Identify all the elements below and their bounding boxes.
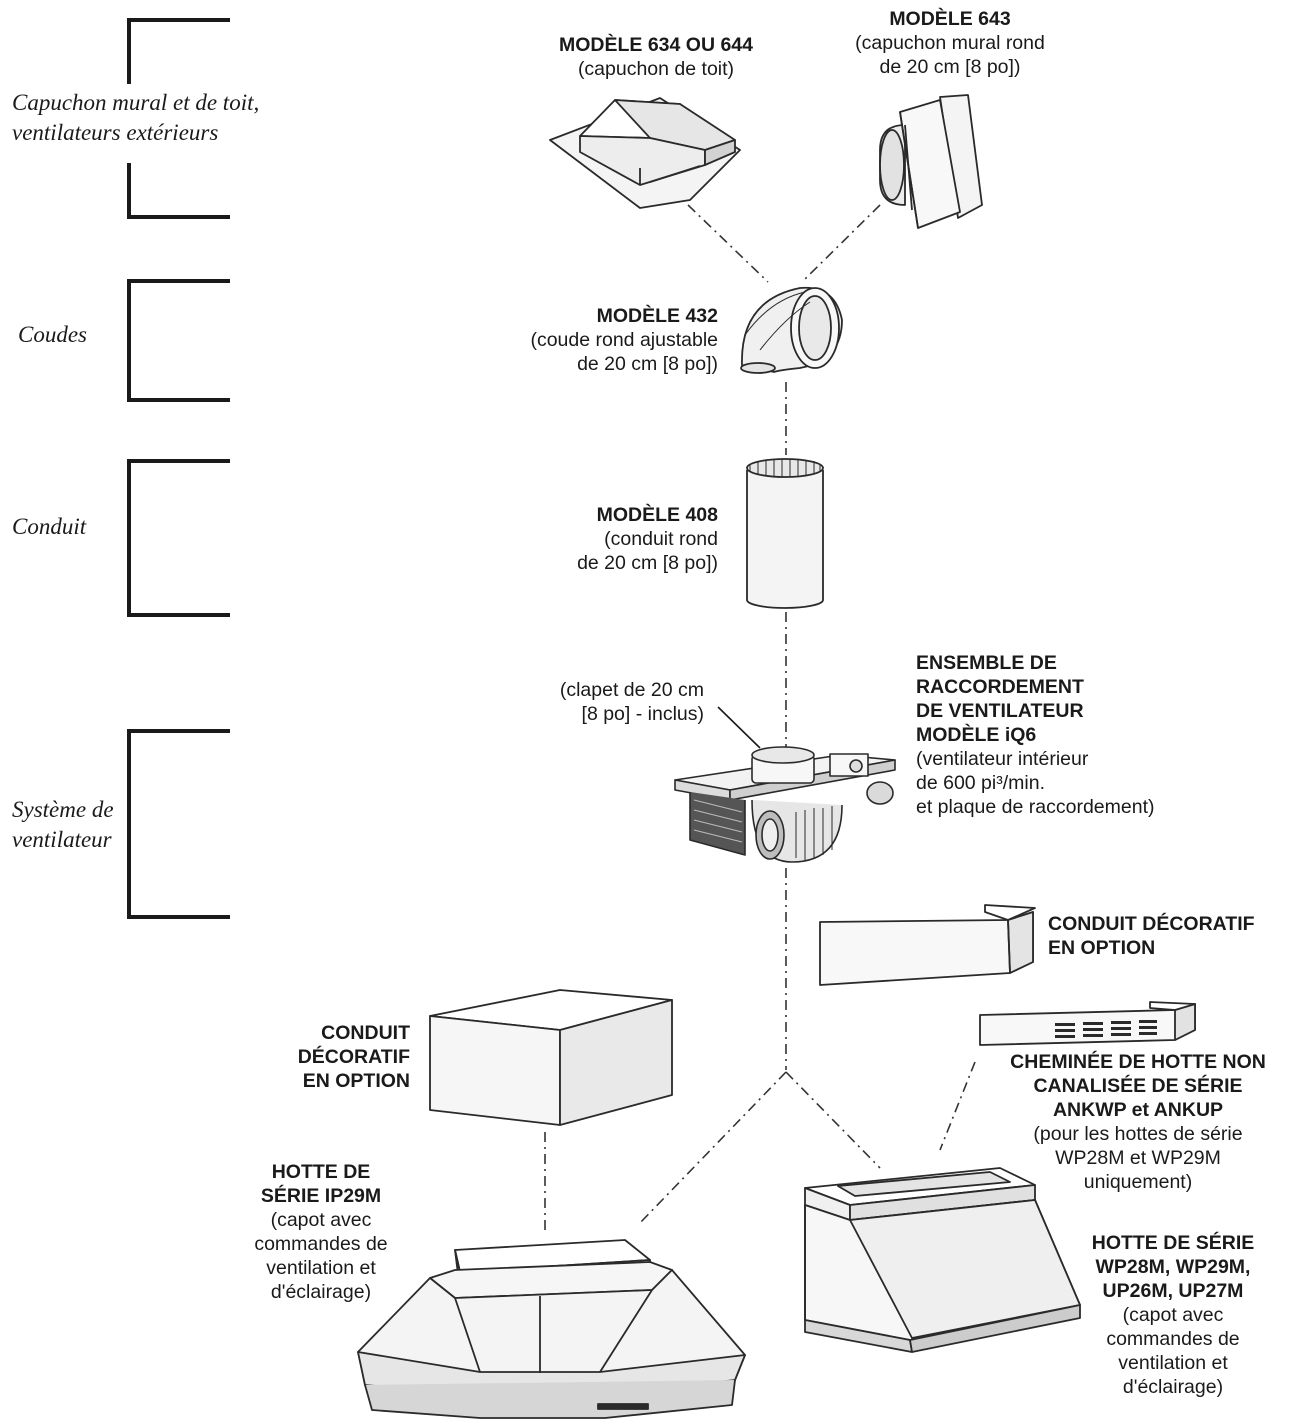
blower-icon xyxy=(674,746,896,863)
elbow-desc2: de 20 cm [8 po]) xyxy=(577,353,718,375)
deco-duct-left-title3: EN OPTION xyxy=(302,1070,410,1092)
wall-hood-title2: WP28M, WP29M, xyxy=(1095,1256,1251,1278)
roof-cap-desc: (capuchon de toit) xyxy=(577,58,735,80)
blower-desc2: de 600 pi³/min. xyxy=(916,772,1045,794)
elbow-title: MODÈLE 432 xyxy=(596,305,718,327)
wall-cap-title: MODÈLE 643 xyxy=(889,8,1011,30)
damper-line2: [8 po] - inclus) xyxy=(581,703,704,725)
island-hood-icon xyxy=(357,1239,746,1419)
wall-cap-desc1: (capuchon mural rond xyxy=(855,32,1045,54)
wall-cap-label: MODÈLE 643 (capuchon mural rond de 20 cm… xyxy=(815,7,1085,79)
wall-hood-title3: UP26M, UP27M xyxy=(1102,1280,1244,1302)
blower-title1: ENSEMBLE DE xyxy=(916,652,1057,674)
category-elbows-label: Coudes xyxy=(18,322,87,347)
wall-hood-desc2: commandes de xyxy=(1106,1328,1240,1350)
deco-duct-right-title1: CONDUIT DÉCORATIF xyxy=(1048,913,1255,935)
wall-hood-desc3: ventilation et xyxy=(1118,1352,1228,1374)
elbow-desc1: (coude rond ajustable xyxy=(530,329,718,351)
category-caps-line2: ventilateurs extérieurs xyxy=(12,120,219,145)
category-blower-line1: Système de xyxy=(12,797,114,822)
bracket-duct xyxy=(127,459,230,617)
deco-duct-right-icon xyxy=(819,904,1036,986)
round-duct-label: MODÈLE 408 (conduit rond de 20 cm [8 po]… xyxy=(458,503,718,575)
line-chimney-wallhood xyxy=(939,1061,976,1151)
round-duct-desc1: (conduit rond xyxy=(604,528,718,550)
island-hood-desc4: d'éclairage) xyxy=(270,1281,372,1303)
deco-duct-left-icon xyxy=(429,989,673,1126)
category-caps-label: Capuchon mural et de toit, ventilateurs … xyxy=(12,88,259,148)
chimney-desc2: WP28M et WP29M xyxy=(1055,1147,1221,1169)
wall-hood-desc1: (capot avec xyxy=(1122,1304,1224,1326)
chimney-desc1: (pour les hottes de série xyxy=(1033,1123,1243,1145)
round-duct-desc2: de 20 cm [8 po]) xyxy=(577,552,718,574)
category-duct-label: Conduit xyxy=(12,514,87,539)
deco-duct-left-title1: CONDUIT xyxy=(321,1022,410,1044)
bracket-caps xyxy=(127,18,230,219)
wall-hood-desc4: d'éclairage) xyxy=(1122,1376,1224,1398)
bracket-elbows xyxy=(127,279,230,402)
bracket-blower xyxy=(127,729,230,919)
wall-hood-label: HOTTE DE SÉRIE WP28M, WP29M, UP26M, UP27… xyxy=(1063,1231,1283,1399)
chimney-label: CHEMINÉE DE HOTTE NON CANALISÉE DE SÉRIE… xyxy=(985,1050,1291,1194)
damper-line1: (clapet de 20 cm xyxy=(559,679,704,701)
round-duct-title: MODÈLE 408 xyxy=(596,504,718,526)
category-caps-line1: Capuchon mural et de toit, xyxy=(12,90,260,115)
island-hood-title1: HOTTE DE xyxy=(271,1161,371,1183)
island-hood-label: HOTTE DE SÉRIE IP29M (capot avec command… xyxy=(226,1160,416,1304)
line-roofcap-elbow xyxy=(687,204,769,283)
island-hood-title2: SÉRIE IP29M xyxy=(260,1185,382,1207)
deco-duct-right-label: CONDUIT DÉCORATIF EN OPTION xyxy=(1048,912,1255,960)
round-duct-icon xyxy=(746,458,824,609)
connector-lines xyxy=(544,204,976,1230)
blower-desc1: (ventilateur intérieur xyxy=(916,748,1089,770)
blower-title3: DE VENTILATEUR xyxy=(916,700,1084,722)
category-brackets xyxy=(127,18,230,919)
elbow-label: MODÈLE 432 (coude rond ajustable de 20 c… xyxy=(458,304,718,376)
elbow-icon xyxy=(740,286,843,374)
chimney-title1: CHEMINÉE DE HOTTE NON xyxy=(1010,1051,1266,1073)
deco-duct-left-label: CONDUIT DÉCORATIF EN OPTION xyxy=(240,1021,410,1093)
chimney-icon xyxy=(979,1001,1196,1046)
wall-hood-icon xyxy=(804,1167,1081,1353)
blower-desc3: et plaque de raccordement) xyxy=(916,796,1155,818)
chimney-title2: CANALISÉE DE SÉRIE xyxy=(1033,1075,1243,1097)
wall-cap-icon xyxy=(879,94,983,229)
chimney-title3: ANKWP et ANKUP xyxy=(1052,1099,1224,1121)
blower-title2: RACCORDEMENT xyxy=(916,676,1084,698)
category-blower-label: Système de ventilateur xyxy=(12,795,114,855)
blower-title4: MODÈLE iQ6 xyxy=(916,724,1037,746)
category-blower-line2: ventilateur xyxy=(12,827,112,852)
deco-duct-left-title2: DÉCORATIF xyxy=(297,1046,410,1068)
damper-label: (clapet de 20 cm [8 po] - inclus) xyxy=(450,678,704,726)
island-hood-desc1: (capot avec xyxy=(270,1209,372,1231)
roof-cap-label: MODÈLE 634 OU 644 (capuchon de toit) xyxy=(516,33,796,81)
wall-cap-desc2: de 20 cm [8 po]) xyxy=(879,56,1021,78)
deco-duct-right-title2: EN OPTION xyxy=(1048,937,1156,959)
line-split-wall xyxy=(785,1071,881,1169)
wall-hood-title1: HOTTE DE SÉRIE xyxy=(1091,1232,1255,1254)
island-hood-desc2: commandes de xyxy=(254,1233,388,1255)
line-wallcap-elbow xyxy=(801,204,881,283)
line-split-island xyxy=(637,1071,787,1226)
island-hood-desc3: ventilation et xyxy=(266,1257,376,1279)
chimney-desc3: uniquement) xyxy=(1083,1171,1193,1193)
roof-cap-icon xyxy=(549,97,741,209)
damper-leader xyxy=(717,706,761,749)
roof-cap-title: MODÈLE 634 OU 644 xyxy=(559,34,753,56)
blower-label: ENSEMBLE DE RACCORDEMENT DE VENTILATEUR … xyxy=(916,651,1154,819)
